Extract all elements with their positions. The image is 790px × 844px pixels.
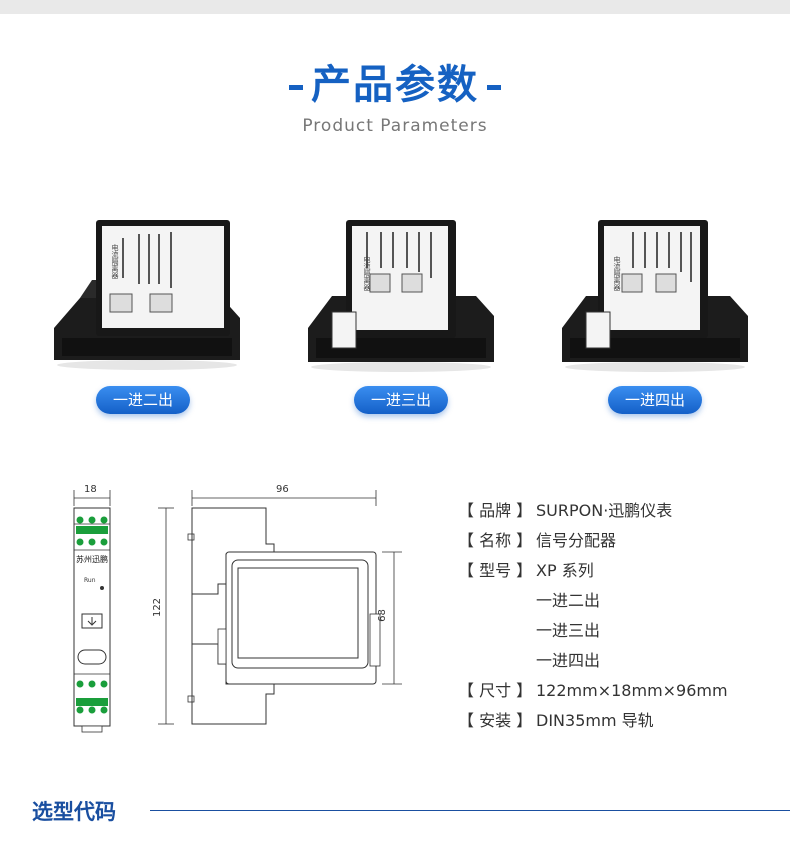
title-dash-right [487,84,501,90]
header: 产品参数 [0,52,790,110]
spec-key-model: 【 型号 】 [458,561,533,580]
product-tag-1: 电流隔离器 [111,244,119,279]
front-view-drawing: 18 苏州迅鹏 Run [62,484,122,734]
product-image-2: 电流隔离器 [306,212,496,372]
page-title: 产品参数 [281,52,509,110]
spec-key-brand: 【 品牌 】 [458,501,533,520]
variant-button-1x2[interactable]: 一进二出 [96,386,190,414]
spec-row-brand: 【 品牌 】SURPON·迅鹏仪表 [458,496,728,526]
title-dash-left [289,84,303,90]
spec-key-size: 【 尺寸 】 [458,681,533,700]
page-subtitle: Product Parameters [302,116,488,136]
spec-model-variant-3: 一进四出 [536,651,601,670]
side-height-label: 122 [152,597,164,618]
front-brand-label: 苏州迅鹏 [76,555,108,564]
spec-list: 【 品牌 】SURPON·迅鹏仪表 【 名称 】信号分配器 【 型号 】XP 系… [458,496,728,736]
spec-value-size: 122mm×18mm×96mm [536,681,728,700]
front-width-label: 18 [84,484,97,495]
spec-key-name: 【 名称 】 [458,531,533,550]
front-run-label: Run [84,577,96,584]
variant-button-1x4[interactable]: 一进四出 [608,386,702,414]
selection-divider [150,810,790,811]
spec-row-name: 【 名称 】信号分配器 [458,526,728,556]
spec-row-mount: 【 安装 】DIN35mm 导轨 [458,706,728,736]
top-bar [0,0,790,14]
spec-row-model: 【 型号 】XP 系列 [458,556,728,586]
spec-row-size: 【 尺寸 】122mm×18mm×96mm [458,676,728,706]
spec-row-model-variant: 一进三出 [458,616,728,646]
side-view-drawing: 96 122 68 [152,484,406,734]
spec-value-model: XP 系列 [536,561,594,580]
spec-row-model-variant: 一进二出 [458,586,728,616]
spec-model-variant-2: 一进三出 [536,621,601,640]
product-tag-2: 电流隔离器 [363,256,371,291]
side-inner-height-label: 68 [376,609,388,622]
spec-value-brand: SURPON·迅鹏仪表 [536,501,673,520]
variant-button-1x3[interactable]: 一进三出 [354,386,448,414]
spec-model-variant-1: 一进二出 [536,591,601,610]
page-title-text: 产品参数 [311,62,479,108]
product-image-3: 电流隔离器 [560,212,750,372]
spec-row-model-variant: 一进四出 [458,646,728,676]
product-tag-3: 电流隔离器 [613,256,621,291]
spec-key-mount: 【 安装 】 [458,711,533,730]
side-width-label: 96 [276,484,289,495]
product-image-1: 电流隔离器 [52,210,242,370]
selection-title: 选型代码 [32,800,116,824]
spec-value-mount: DIN35mm 导轨 [536,711,654,730]
spec-value-name: 信号分配器 [536,531,617,550]
